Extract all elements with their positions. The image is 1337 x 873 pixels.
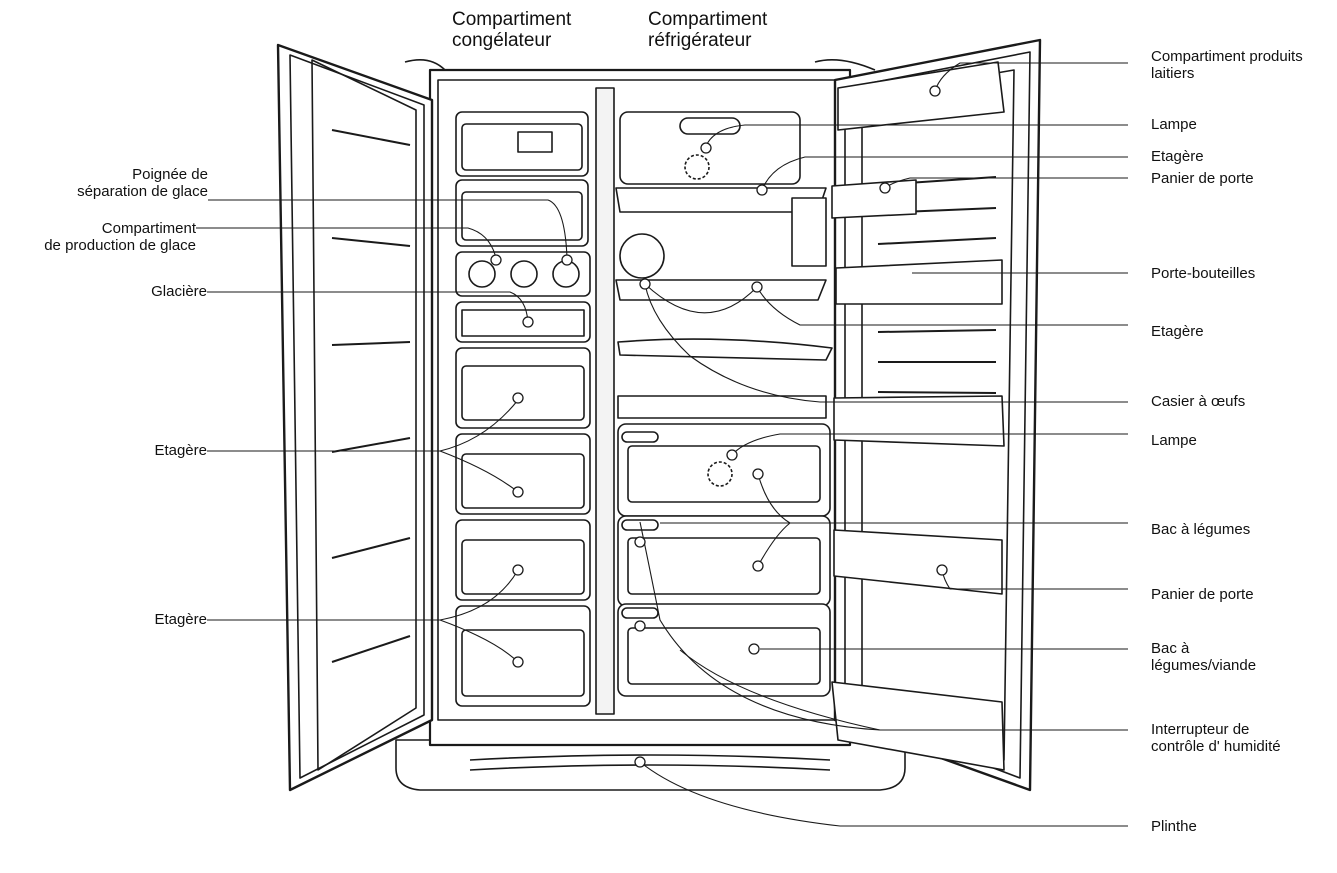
dairy-compartment-label: Compartiment produits laitiers: [1151, 48, 1303, 82]
center-divider: [595, 87, 615, 715]
lamp-bottom-label: Lampe: [1151, 432, 1197, 449]
freezer-shelf-label-2: Etagère: [154, 611, 207, 628]
meat-crisper-label: Bac à légumes/viande: [1151, 640, 1257, 674]
lamp-top-label: Lampe: [1151, 116, 1197, 133]
humidity-switch-label: Interrupteur de contrôle d' humidité: [1151, 721, 1281, 755]
fridge-shelf-mid-label: Etagère: [1151, 323, 1204, 340]
base-grille-label: Plinthe: [1151, 818, 1197, 835]
ice-maker-label: Compartiment de production de glace: [44, 220, 196, 254]
ice-bin-label: Glacière: [151, 283, 207, 300]
egg-tray-label: Casier à œufs: [1151, 393, 1246, 410]
fridge-shelf-top-label: Etagère: [1151, 148, 1204, 165]
ice-handle-label: Poignée de séparation de glace: [77, 166, 208, 200]
door-basket-label-1: Panier de porte: [1151, 170, 1254, 187]
freezer-shelf-label-1: Etagère: [154, 442, 207, 459]
fridge-compartment-label: Compartiment réfrigérateur: [648, 9, 768, 51]
bottle-holder-label: Porte-bouteilles: [1151, 265, 1256, 282]
freezer-compartment-label: Compartiment congélateur: [452, 9, 572, 51]
freezer-door: [276, 43, 434, 792]
door-basket-label-2: Panier de porte: [1151, 586, 1254, 603]
crisper-label: Bac à légumes: [1151, 521, 1251, 538]
